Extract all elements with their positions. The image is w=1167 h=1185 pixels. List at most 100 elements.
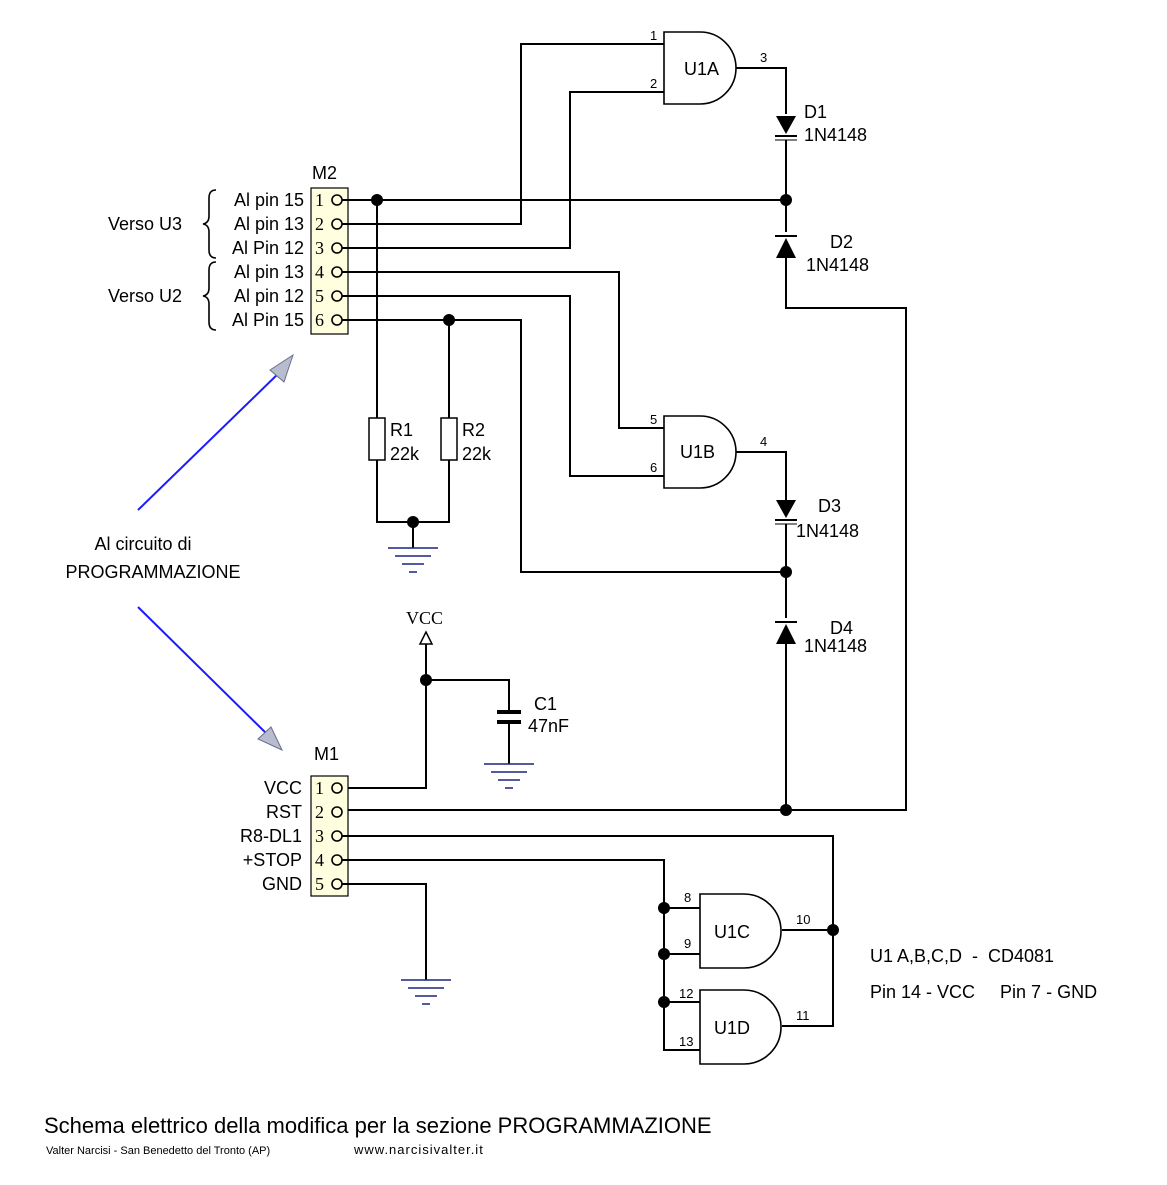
d1-ref: D1 <box>804 102 827 122</box>
u1b-pin-in1: 5 <box>650 412 657 427</box>
m2-pin-6: 6 <box>315 310 324 330</box>
wires-m1 <box>342 835 834 1051</box>
m2-label: M2 <box>312 163 337 183</box>
u1a-pin-out: 3 <box>760 50 767 65</box>
wire-m2-pin4 <box>342 271 664 429</box>
d3-ref: D3 <box>818 496 841 516</box>
ground-symbol-2 <box>484 763 534 789</box>
m2-pin-3: 3 <box>315 238 324 258</box>
c1-ref: C1 <box>534 694 557 714</box>
brace-u3 <box>202 189 217 259</box>
ic-note-line1: U1 A,B,C,D - CD4081 <box>870 946 1054 966</box>
u1c-pin-in2: 9 <box>684 936 691 951</box>
m1-label-2: RST <box>266 802 302 822</box>
ic-note-line2: Pin 14 - VCC Pin 7 - GND <box>870 982 1097 1002</box>
programming-note-line2: PROGRAMMAZIONE <box>65 562 240 582</box>
m1-label-3: R8-DL1 <box>240 826 302 846</box>
m2-body <box>310 187 349 335</box>
r1-ref: R1 <box>390 420 413 440</box>
u1d-pin-out: 11 <box>796 1008 810 1023</box>
wire-m2-pin6 <box>342 319 786 573</box>
ground-symbol-3 <box>401 979 451 1005</box>
junction-rst <box>780 804 792 816</box>
wires-m2 <box>342 43 786 573</box>
programming-note-line1: Al circuito di <box>94 534 191 554</box>
d2-ref: D2 <box>830 232 853 252</box>
footer-website: www.narcisivalter.it <box>353 1142 484 1157</box>
footer-title: Schema elettrico della modifica per la s… <box>44 1113 712 1138</box>
m1-pin-1: 1 <box>315 778 324 798</box>
r2-ref: R2 <box>462 420 485 440</box>
junctions-bottom <box>658 902 839 1008</box>
u1a-pin-in1: 1 <box>650 28 657 43</box>
u1d-pin-in1: 12 <box>679 986 693 1001</box>
m1-label-4: +STOP <box>243 850 302 870</box>
u1a-pin-in2: 2 <box>650 76 657 91</box>
wire-d2-rst <box>342 258 907 811</box>
diode-d3: D3 1N4148 <box>775 496 859 541</box>
m1-label-1: VCC <box>264 778 302 798</box>
u1c-pin-in1: 8 <box>684 890 691 905</box>
d4-ref: D4 <box>830 618 853 638</box>
m1-pin-2: 2 <box>315 802 324 822</box>
m1-pin-4: 4 <box>315 850 324 870</box>
m2-pin-numbers: 1 2 3 4 5 6 <box>315 190 324 330</box>
wire-c1-top <box>426 679 510 710</box>
brace-u2 <box>202 261 217 331</box>
u1c-label: U1C <box>714 922 750 942</box>
m2-label-4: Al pin 13 <box>234 262 304 282</box>
vcc-label: VCC <box>406 608 443 628</box>
resistor-r1 <box>368 417 386 461</box>
m2-pin-1: 1 <box>315 190 324 210</box>
wire-m2-pin3 <box>342 91 664 249</box>
junctions-top <box>371 194 792 578</box>
d3-value: 1N4148 <box>796 521 859 541</box>
diode-d1: D1 1N4148 <box>775 102 867 145</box>
capacitor-c1: C1 47nF <box>497 694 569 736</box>
footer-author: Valter Narcisi - San Benedetto del Tront… <box>46 1145 270 1157</box>
ground-symbol-1 <box>388 547 438 573</box>
m2-pin-labels: Al pin 15 Al pin 13 Al Pin 12 Al pin 13 … <box>232 190 304 330</box>
junction-vcc <box>420 674 432 686</box>
m2-label-1: Al pin 15 <box>234 190 304 210</box>
wire-m1-pin3 <box>342 835 834 1027</box>
u1c-pin-out: 10 <box>796 912 810 927</box>
d2-value: 1N4148 <box>806 255 869 275</box>
m2-pin-2: 2 <box>315 214 324 234</box>
m2-label-3: Al Pin 12 <box>232 238 304 258</box>
u1b-pin-in2: 6 <box>650 460 657 475</box>
r2-value: 22k <box>462 444 492 464</box>
wire-m1-gnd <box>342 883 427 980</box>
m2-pin-4: 4 <box>315 262 324 282</box>
d4-value: 1N4148 <box>804 636 867 656</box>
c1-value: 47nF <box>528 716 569 736</box>
group-label-u2: Verso U2 <box>108 286 182 306</box>
wire-m2-pin2 <box>342 43 664 225</box>
wire-resistor-bottom <box>376 460 450 523</box>
u1d-label: U1D <box>714 1018 750 1038</box>
u1d-pin-in2: 13 <box>679 1034 693 1049</box>
resistor-r2 <box>440 417 458 461</box>
m1-pin-3: 3 <box>315 826 324 846</box>
m1-label-5: GND <box>262 874 302 894</box>
d1-value: 1N4148 <box>804 125 867 145</box>
m2-label-6: Al Pin 15 <box>232 310 304 330</box>
group-label-u3: Verso U3 <box>108 214 182 234</box>
diode-d2: D2 1N4148 <box>775 232 869 275</box>
m2-label-5: Al pin 12 <box>234 286 304 306</box>
connector-m1: M1 1 2 3 4 5 VCC RST R8-DL1 +STOP GND <box>240 744 349 897</box>
arrowhead-m2 <box>269 353 294 383</box>
m1-label: M1 <box>314 744 339 764</box>
r1-value: 22k <box>390 444 420 464</box>
gate-u1c: U1C 8 9 10 <box>684 890 810 969</box>
connector-m2: M2 1 2 3 4 5 6 Al pin 15 Al pin 13 Al Pi… <box>232 163 349 335</box>
diode-d4: D4 1N4148 <box>775 618 867 656</box>
m1-pin-5: 5 <box>315 874 324 894</box>
m2-pin-5: 5 <box>315 286 324 306</box>
wire-vcc <box>342 644 427 789</box>
m1-pin-labels: VCC RST R8-DL1 +STOP GND <box>240 778 302 894</box>
m2-label-2: Al pin 13 <box>234 214 304 234</box>
u1b-label: U1B <box>680 442 715 462</box>
gate-u1d: U1D 12 13 11 <box>679 986 810 1065</box>
